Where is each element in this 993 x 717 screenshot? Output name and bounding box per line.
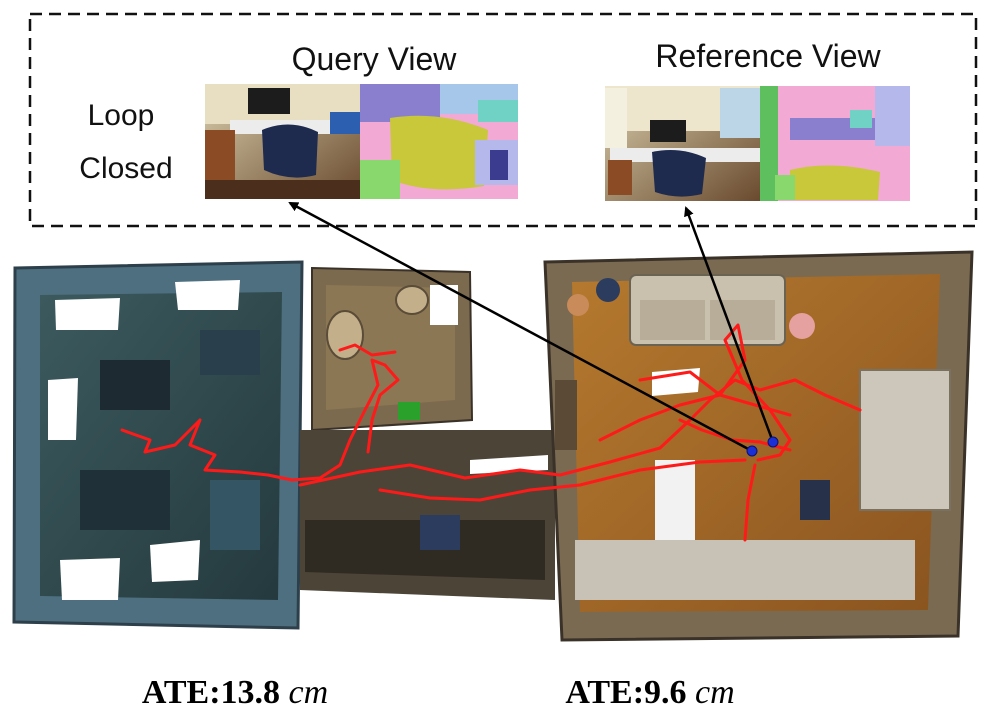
loop-label-line2: Closed [79, 152, 172, 185]
right-ate-unit: cm [695, 674, 735, 711]
right-ate-label: ATE:9.6 [565, 674, 686, 711]
reference-view-title: Reference View [655, 38, 881, 74]
loop-closure-box [28, 12, 978, 228]
right-room-reconstruction [543, 250, 974, 642]
reference-rgb-image [605, 86, 760, 201]
left-room-reconstruction [12, 260, 304, 630]
query-keyframe-marker [746, 445, 758, 457]
query-arrow [288, 201, 753, 453]
reference-arrow [684, 206, 775, 443]
left-ate-label: ATE:13.8 [142, 674, 280, 711]
query-view-title: Query View [292, 41, 458, 77]
query-segmentation-image [360, 84, 518, 199]
right-ate-result: ATE:9.6 cm [565, 674, 734, 711]
left-ate-result: ATE:13.8 cm [142, 674, 328, 711]
reference-keyframe-marker [767, 436, 779, 448]
query-rgb-image [205, 84, 360, 199]
middle-room-reconstruction [300, 266, 555, 600]
reference-segmentation-image [760, 86, 910, 201]
left-ate-unit: cm [289, 674, 329, 711]
loop-label-line1: Loop [88, 99, 155, 132]
